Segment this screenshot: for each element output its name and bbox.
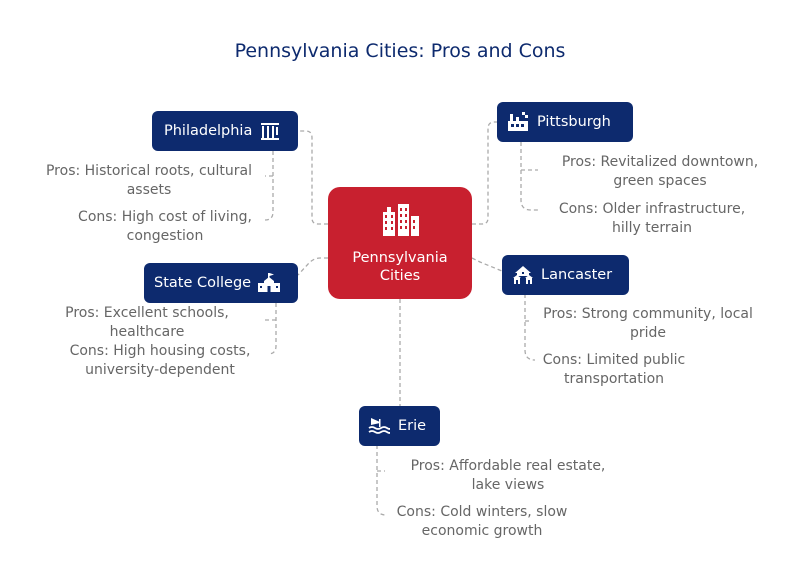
center-node[interactable]: Pennsylvania Cities [328, 187, 472, 299]
link-lancaster [471, 257, 503, 272]
pittsburgh-cons: Cons: Older infrastructure, hilly terrai… [558, 201, 746, 236]
center-line-1: Pennsylvania [352, 249, 448, 266]
city-node-lancaster[interactable]: Lancaster [502, 255, 629, 295]
factory-icon [507, 112, 529, 132]
city-name: State College [154, 275, 252, 291]
city-name: Pittsburgh [537, 114, 611, 130]
school-icon [258, 273, 281, 293]
diagram-title: Pennsylvania Cities: Pros and Cons [234, 40, 566, 62]
erie-cons: Cons: Cold winters, slow economic growth [396, 504, 568, 539]
state-college-pros: Pros: Excellent schools, healthcare [65, 305, 229, 340]
city-node-erie[interactable]: Erie [359, 406, 440, 446]
city-buildings-icon [380, 202, 420, 241]
link-pittsburgh [472, 121, 497, 225]
pittsburgh-pros: Pros: Revitalized downtown, green spaces [561, 154, 759, 189]
philadelphia-pros: Pros: Historical roots, cultural assets [45, 163, 252, 198]
erie-pros: Pros: Affordable real estate, lake views [410, 458, 606, 493]
city-name: Philadelphia [164, 123, 253, 139]
city-node-pittsburgh[interactable]: Pittsburgh [497, 102, 633, 142]
center-line-2: Cities [379, 267, 421, 284]
city-node-philadelphia[interactable]: Philadelphia [152, 111, 298, 151]
link-state-college [297, 257, 328, 276]
landmark-icon [260, 121, 280, 141]
link-philadelphia [298, 130, 328, 225]
lake-icon [368, 416, 390, 436]
lancaster-pros: Pros: Strong community, local pride [543, 306, 753, 341]
city-name: Lancaster [541, 267, 613, 283]
philadelphia-cons: Cons: High cost of living, congestion [78, 209, 252, 244]
community-icon [512, 265, 534, 285]
city-node-state-college[interactable]: State College [144, 263, 298, 303]
lancaster-cons: Cons: Limited public transportation [542, 352, 686, 387]
state-college-cons: Cons: High housing costs, university-dep… [69, 343, 251, 378]
city-name: Erie [398, 418, 427, 434]
